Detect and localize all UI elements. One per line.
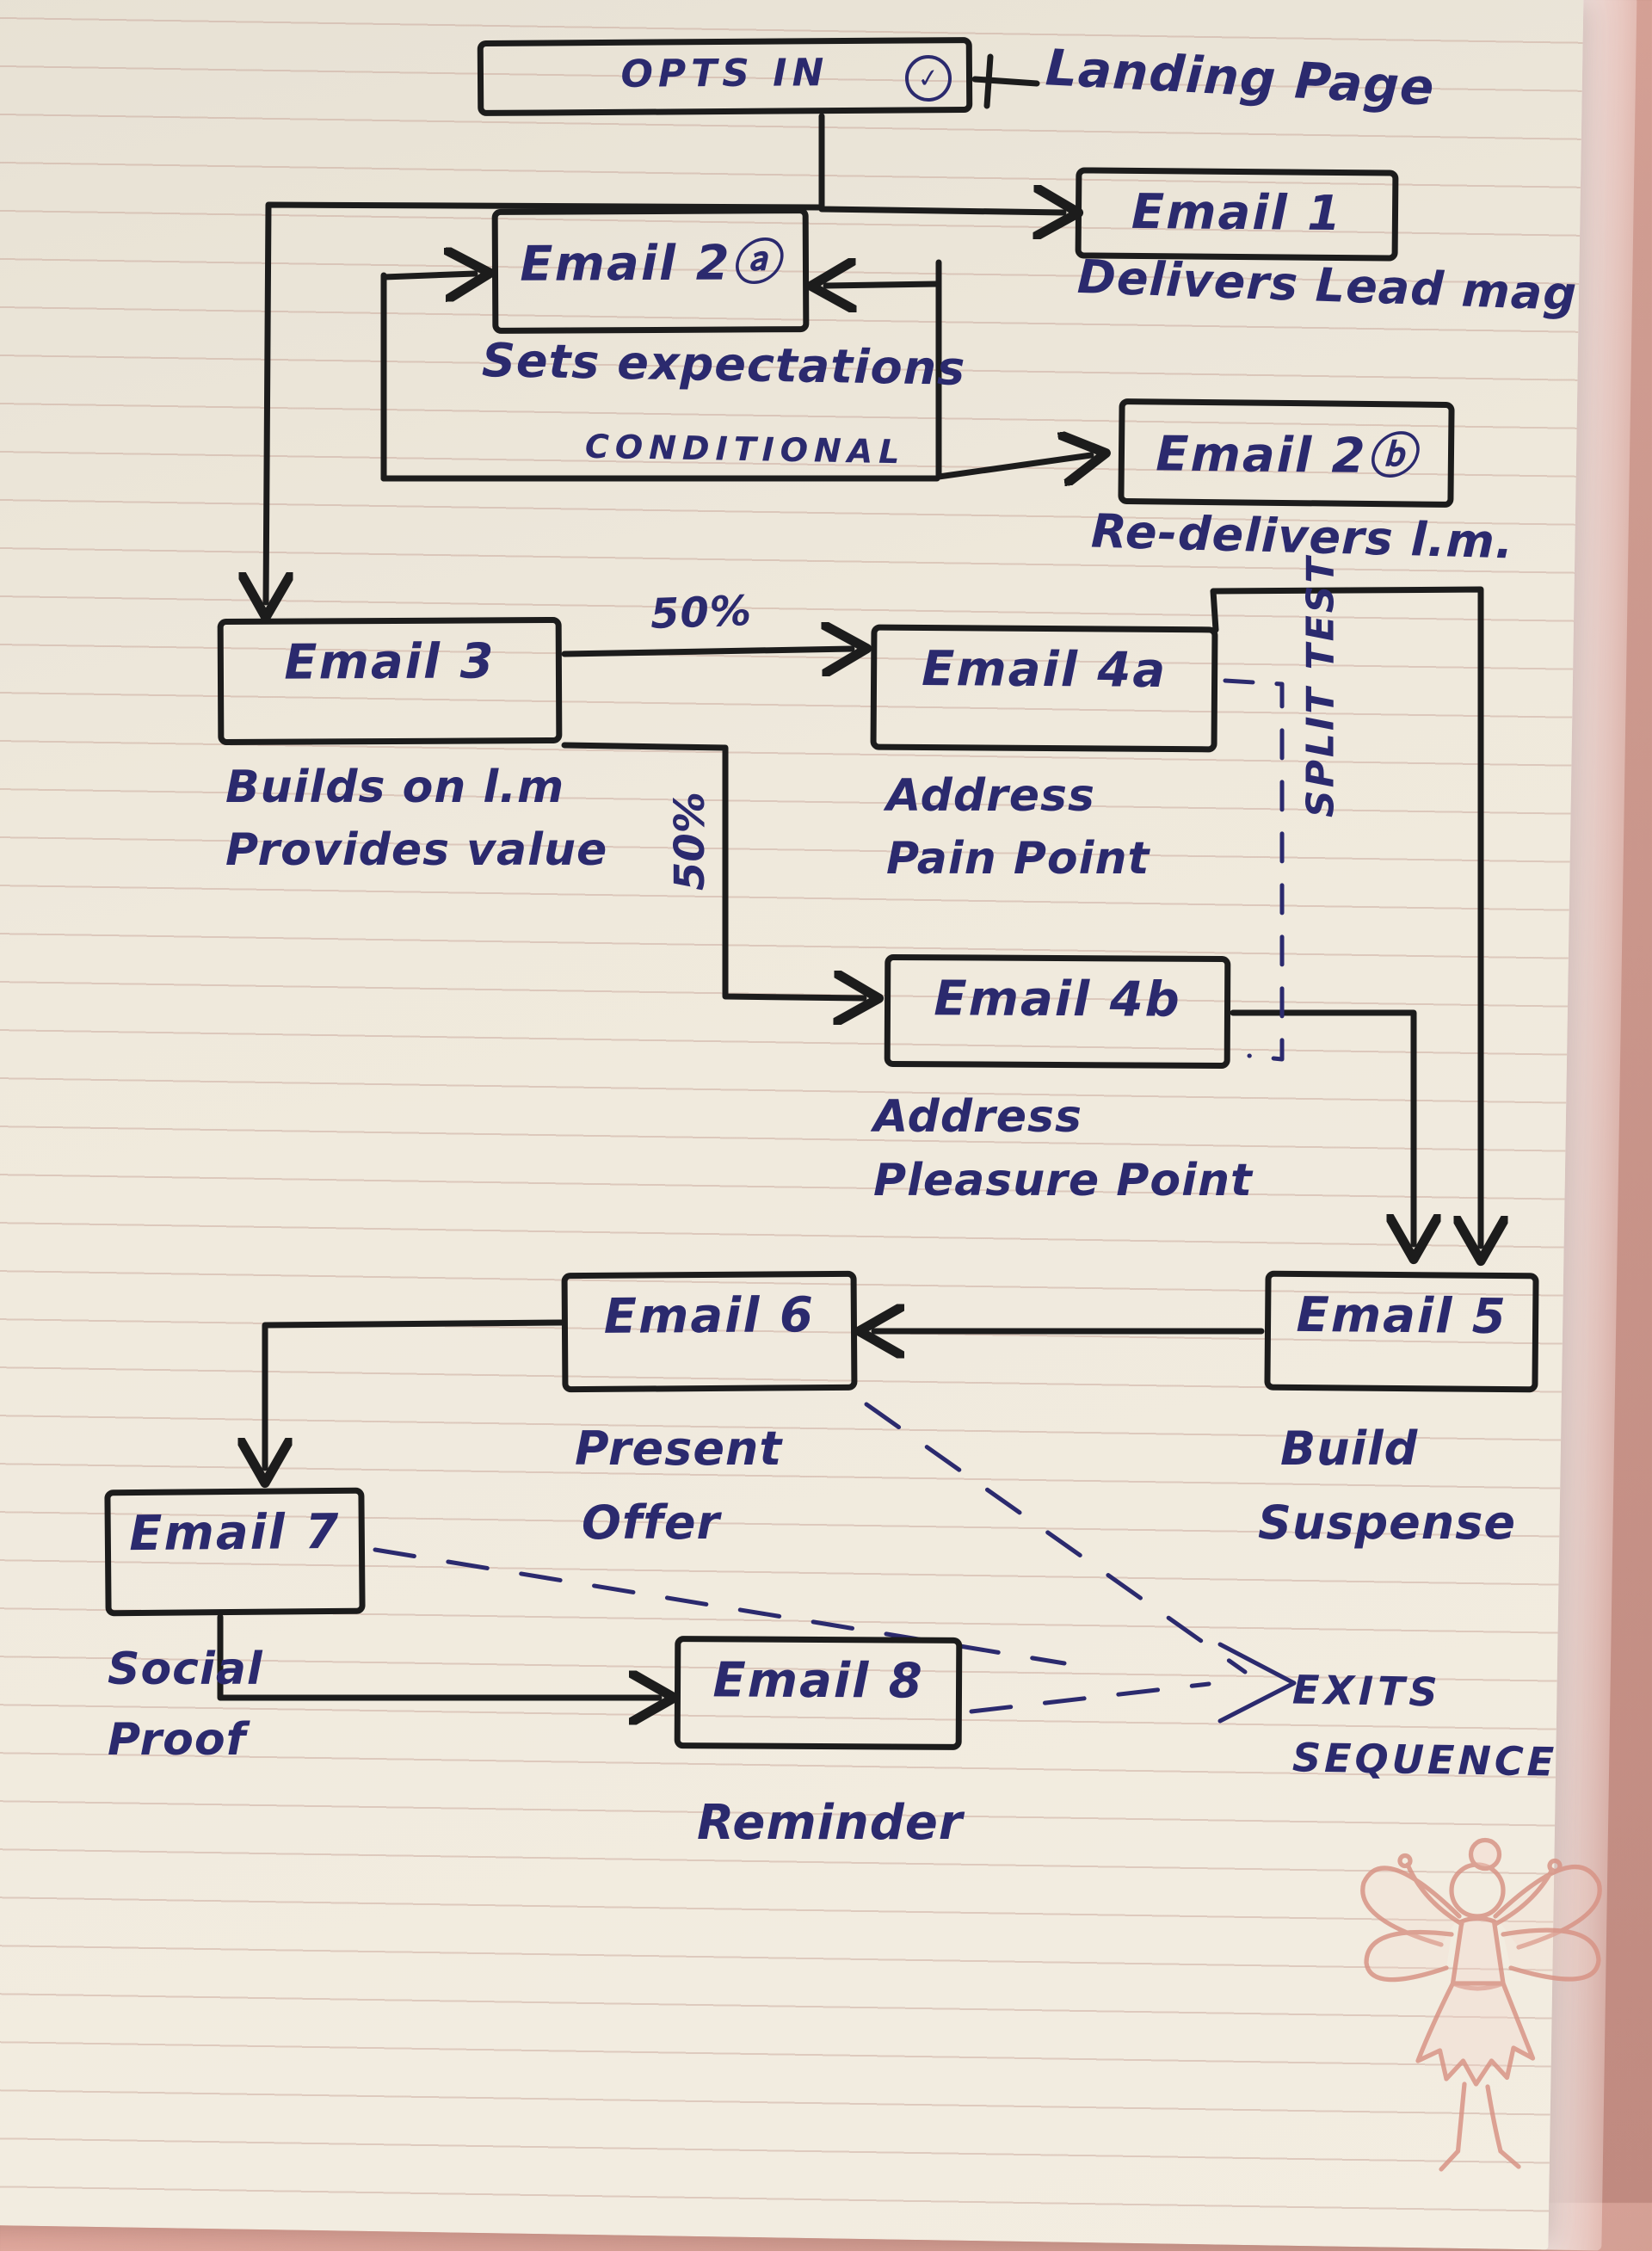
- caption-email-3-line1: Builds on l.m: [225, 762, 565, 813]
- email-3-label: Email 3: [284, 633, 496, 691]
- caption-email-3-line2: Provides value: [225, 824, 608, 876]
- split-percent-top: 50%: [650, 586, 753, 639]
- caption-email-7-line2: Proof: [108, 1714, 247, 1766]
- node-email-2b: Email 2ⓑ: [1118, 398, 1455, 509]
- opts-in-label: OPTS IN: [620, 51, 829, 96]
- node-email-4a: Email 4a: [870, 624, 1218, 753]
- node-opts-in: OPTS IN: [477, 36, 973, 117]
- email-1-label: Email 1: [1131, 183, 1343, 243]
- email-7-label: Email 7: [128, 1503, 341, 1563]
- flowchart: OPTS IN ✓ Email 1 Email 2ⓐ Email 2ⓑ Emai…: [104, 36, 1652, 2203]
- caption-email-6-line1: Present: [575, 1422, 783, 1476]
- email-5-label: Email 5: [1296, 1286, 1508, 1346]
- email-4b-label: Email 4b: [934, 971, 1181, 1028]
- node-email-3: Email 3: [217, 616, 563, 746]
- node-email-2a: Email 2ⓐ: [491, 207, 810, 334]
- caption-email-2a: Sets expectations: [481, 333, 966, 396]
- caption-email-5-line2: Suspense: [1258, 1496, 1516, 1550]
- caption-email-4a-line2: Pain Point: [886, 833, 1150, 885]
- caption-email-4b-line2: Pleasure Point: [873, 1155, 1253, 1206]
- node-email-7: Email 7: [104, 1487, 366, 1617]
- caption-email-6-line2: Offer: [582, 1496, 721, 1550]
- caption-email-8: Reminder: [697, 1795, 964, 1851]
- node-email-5: Email 5: [1264, 1270, 1539, 1393]
- caption-conditional: CONDITIONAL: [584, 427, 906, 472]
- node-email-6: Email 6: [561, 1270, 858, 1393]
- caption-email-4b-line1: Address: [873, 1091, 1082, 1143]
- exit-label-line1: EXITS: [1291, 1666, 1442, 1716]
- fairy-illustration: [1360, 1837, 1602, 2172]
- flow-connectors: [217, 53, 1652, 2203]
- email-6-label: Email 6: [603, 1287, 816, 1345]
- node-email-1: Email 1: [1075, 167, 1399, 262]
- node-email-8: Email 8: [674, 1636, 963, 1750]
- email-8-label: Email 8: [712, 1652, 924, 1710]
- exit-label-line2: SEQUENCE: [1291, 1734, 1558, 1785]
- email-4a-label: Email 4a: [921, 641, 1168, 699]
- email-2a-label: Email 2ⓐ: [520, 235, 781, 293]
- caption-email-5-line1: Build: [1280, 1422, 1419, 1476]
- check-mark: ✓: [915, 62, 941, 95]
- email-2b-label: Email 2ⓑ: [1156, 426, 1417, 485]
- caption-email-4a-line1: Address: [886, 770, 1095, 822]
- caption-email-7-line1: Social: [108, 1644, 263, 1695]
- node-email-4b: Email 4b: [884, 953, 1231, 1070]
